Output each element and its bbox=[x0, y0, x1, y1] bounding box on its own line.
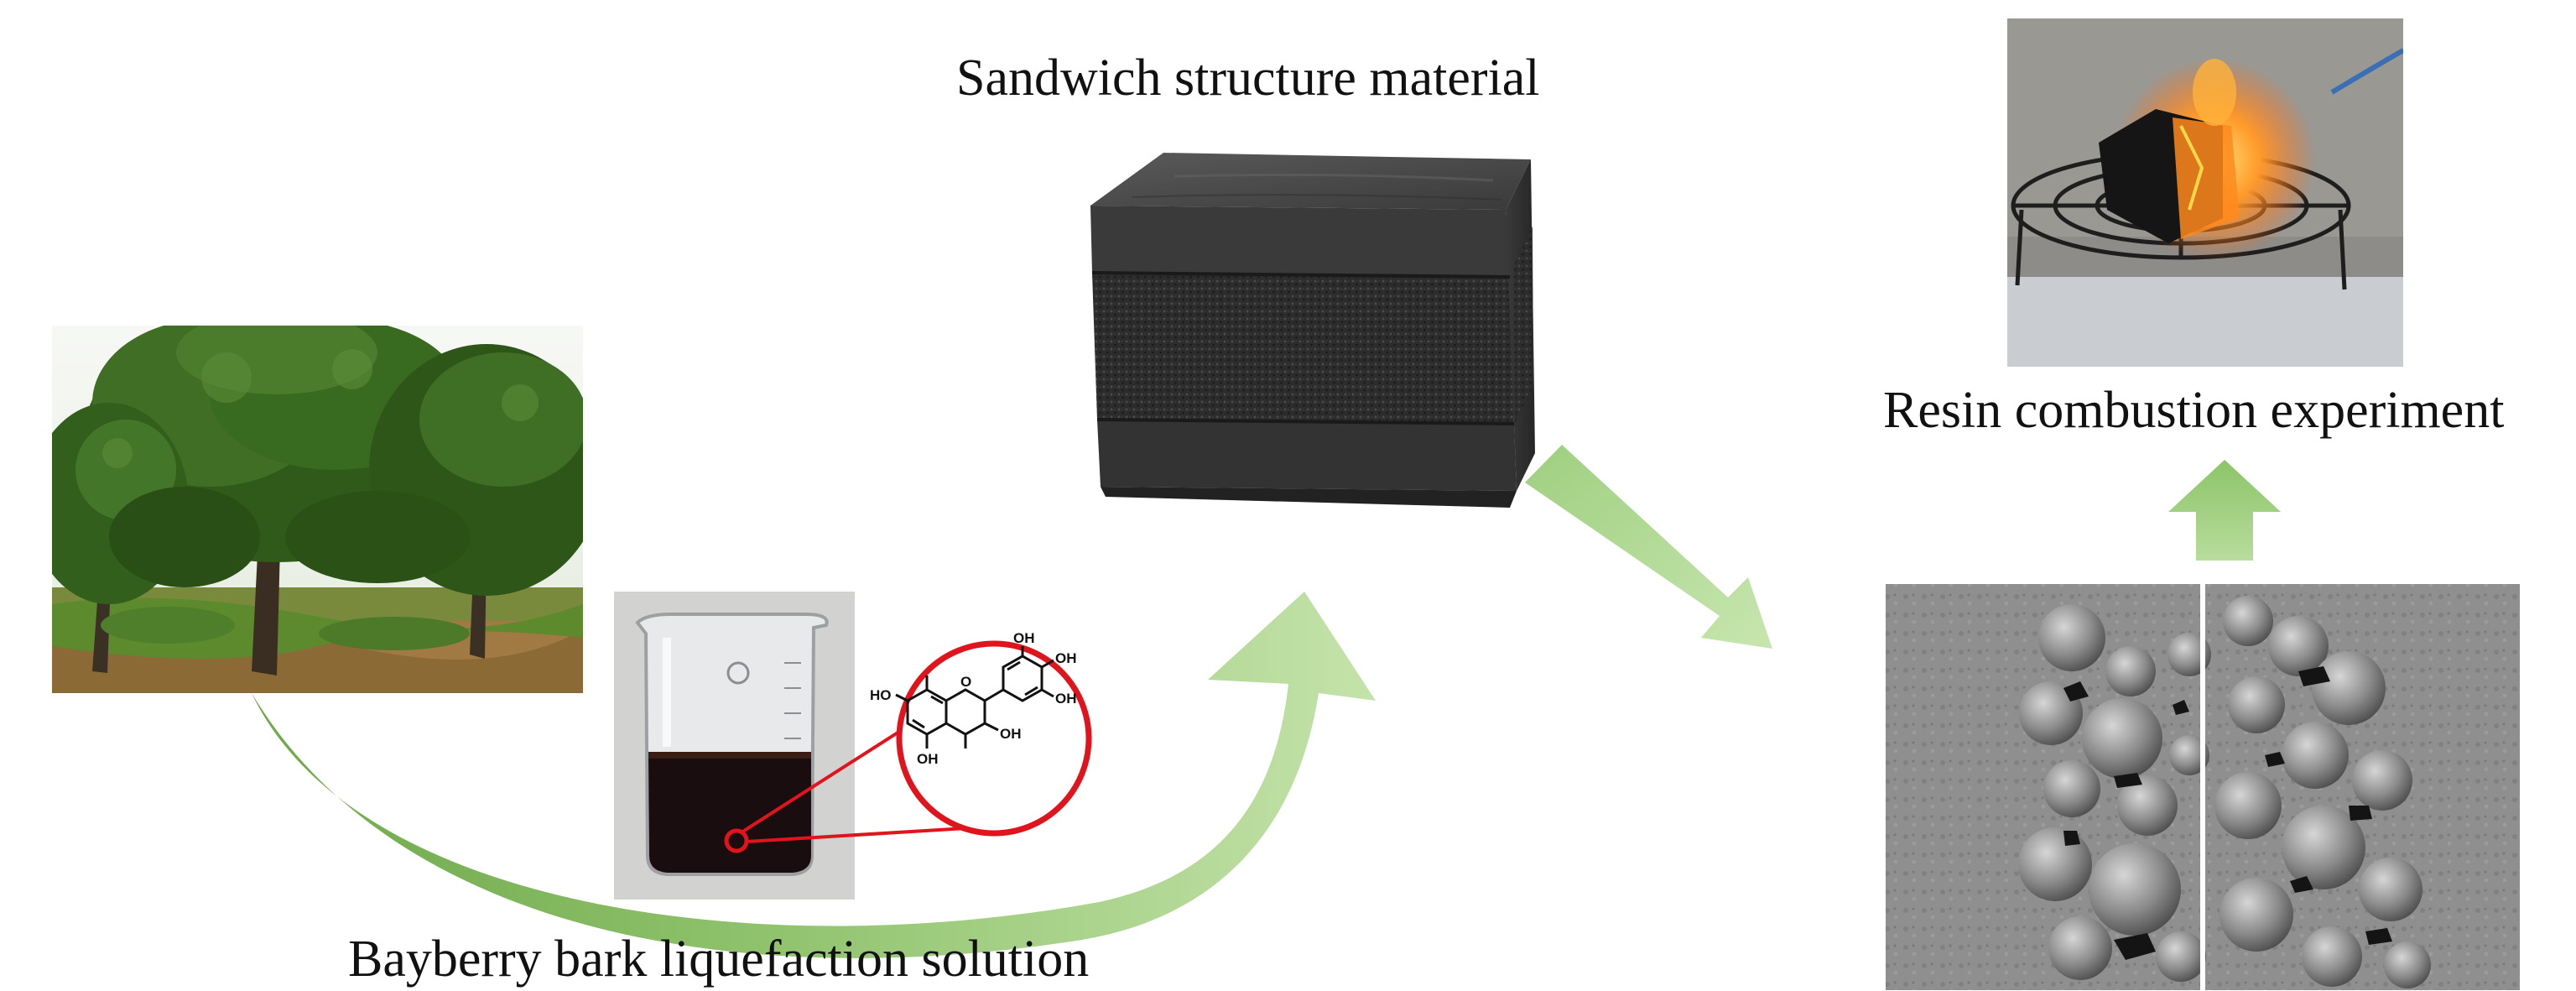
oh-label-right-lower: OH bbox=[1055, 691, 1077, 707]
up-arrow bbox=[2168, 460, 2281, 561]
combustion-photo bbox=[2007, 18, 2403, 367]
molecule-bonds bbox=[895, 646, 1054, 748]
diagonal-arrow bbox=[1525, 445, 1772, 649]
oh-label-bottom: OH bbox=[917, 751, 939, 767]
resin-combustion-label: Resin combustion experiment bbox=[1883, 382, 2505, 439]
molecule-zoom-circle: O OH OH OH HO OH OH bbox=[870, 630, 1092, 837]
beaker-photo bbox=[614, 592, 855, 900]
oh-label-top: OH bbox=[1013, 630, 1035, 646]
sandwich-structure-label: Sandwich structure material bbox=[956, 50, 1540, 107]
bayberry-solution-label: Bayberry bark liquefaction solution bbox=[348, 931, 1090, 988]
bayberry-tree-photo bbox=[52, 326, 583, 693]
oh-label-right-upper: OH bbox=[1055, 650, 1077, 666]
ring-oxygen-label: O bbox=[960, 674, 971, 690]
sem-left-panel bbox=[2018, 604, 2211, 982]
ho-label-left: HO bbox=[870, 687, 892, 703]
sem-right-panel bbox=[2214, 596, 2431, 988]
sem-divider bbox=[2200, 584, 2205, 990]
sem-micrograph bbox=[1886, 584, 2520, 990]
zoom-connector-lines bbox=[740, 728, 995, 843]
oh-label-pyran: OH bbox=[1000, 726, 1022, 742]
sandwich-cube-photo bbox=[1090, 153, 1535, 508]
